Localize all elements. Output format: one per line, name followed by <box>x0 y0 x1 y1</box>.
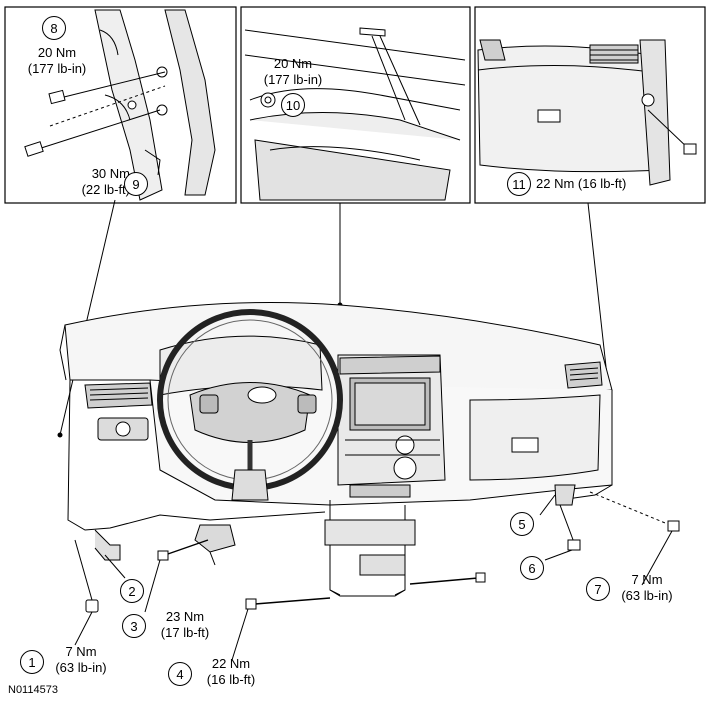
callout-7: 7 <box>586 577 610 601</box>
fastener-1 <box>85 599 99 613</box>
torque-10-metric: 20 Nm <box>273 56 313 71</box>
callout-3: 3 <box>122 614 146 638</box>
callout-1: 1 <box>20 650 44 674</box>
torque-3-metric: 23 Nm <box>165 609 205 624</box>
callout-9: 9 <box>124 172 148 196</box>
callout-4: 4 <box>168 662 192 686</box>
leader-4 <box>231 608 249 661</box>
torque-7-metric: 7 Nm <box>631 572 663 587</box>
bolt-3 <box>164 539 209 556</box>
leader-inset-left <box>59 199 116 436</box>
fastener-7 <box>667 520 680 532</box>
document-id: N0114573 <box>8 684 58 696</box>
torque-8-metric: 20 Nm <box>37 45 77 60</box>
callout-10: 10 <box>281 93 305 117</box>
torque-9-metric: 30 Nm <box>91 166 130 181</box>
callout-2: 2 <box>120 579 144 603</box>
torque-3-imperial: (17 lb-ft) <box>160 625 210 640</box>
bolt-4 <box>254 597 331 605</box>
callout-11: 11 <box>507 172 531 196</box>
torque-11: 22 Nm (16 lb-ft) <box>536 176 627 191</box>
torque-8-imperial: (177 lb-in) <box>27 61 87 76</box>
torque-9-imperial: (22 lb-ft) <box>81 182 130 197</box>
callout-8: 8 <box>42 16 66 40</box>
torque-1-metric: 7 Nm <box>65 644 97 659</box>
leader-6 <box>544 549 573 561</box>
inset-right <box>474 6 706 204</box>
torque-4-imperial: (16 lb-ft) <box>206 672 256 687</box>
leader-7-axis <box>589 491 671 526</box>
inset-center <box>240 6 471 204</box>
leader-3 <box>144 559 161 613</box>
bolt-center <box>409 577 479 585</box>
instrument-panel <box>59 302 613 597</box>
callout-5: 5 <box>510 512 534 536</box>
leader-7 <box>641 530 673 586</box>
inset-left <box>4 6 237 204</box>
leader-2 <box>104 554 126 579</box>
torque-10-imperial: (177 lb-in) <box>263 72 323 87</box>
torque-4-metric: 22 Nm <box>211 656 251 671</box>
torque-7-imperial: (63 lb-in) <box>621 588 673 603</box>
leader-5 <box>539 494 556 516</box>
torque-1-imperial: (63 lb-in) <box>55 660 107 675</box>
leader-1 <box>74 539 93 601</box>
leader-inset-right <box>587 202 609 386</box>
callout-6: 6 <box>520 556 544 580</box>
